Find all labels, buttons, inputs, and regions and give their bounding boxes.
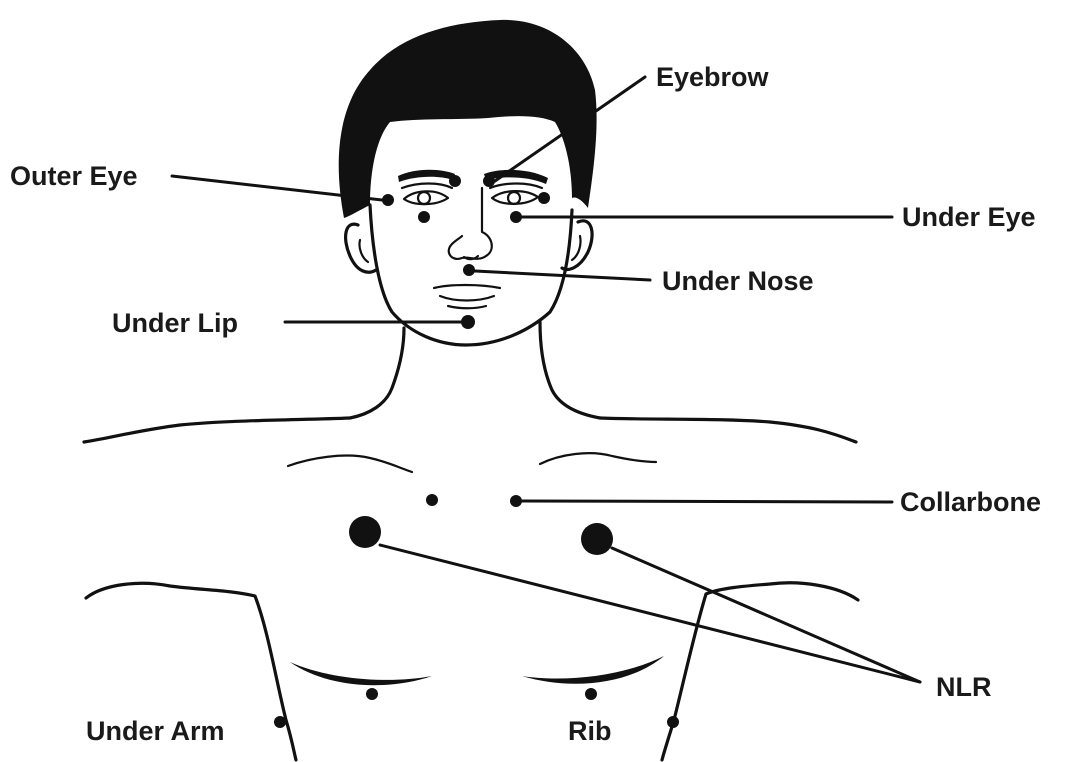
nose: [449, 188, 492, 259]
nlr-point-left: [349, 516, 381, 548]
under-arm-point: [274, 716, 286, 728]
under-eye-point-left: [418, 211, 430, 223]
left-clavicle: [288, 456, 412, 472]
hair: [339, 20, 597, 218]
under-nose-point: [463, 264, 475, 276]
label-outer-eye: Outer Eye: [10, 161, 138, 191]
right-clavicle: [540, 453, 656, 464]
collarbone-point-left: [426, 494, 438, 506]
collarbone-leader: [522, 501, 892, 502]
right-shoulder: [600, 418, 856, 442]
mouth: [434, 285, 500, 288]
under-eye-point: [510, 211, 522, 223]
neck-left: [350, 328, 404, 418]
eyebrow-point-left: [449, 175, 461, 187]
left-eyebrow: [398, 170, 455, 182]
label-collarbone: Collarbone: [900, 487, 1041, 517]
right-pectoral: [522, 656, 664, 684]
rib-point: [585, 688, 597, 700]
neck-right: [540, 322, 600, 418]
label-under-nose: Under Nose: [662, 266, 814, 296]
left-shoulder: [84, 418, 350, 442]
collarbone-point: [510, 495, 522, 507]
outer-eye-point-right: [538, 192, 550, 204]
label-rib: Rib: [568, 716, 612, 746]
outer-eye-point: [382, 194, 394, 206]
label-eyebrow: Eyebrow: [656, 62, 770, 92]
left-pectoral: [290, 662, 432, 685]
label-nlr: NLR: [936, 672, 992, 702]
label-under-lip: Under Lip: [112, 308, 238, 338]
under-lip-point: [461, 315, 475, 329]
eyebrow-point: [483, 175, 495, 187]
label-under-eye: Under Eye: [902, 202, 1036, 232]
nlr-point-right: [581, 523, 613, 555]
rib-point-left: [366, 688, 378, 700]
label-under-arm: Under Arm: [86, 716, 225, 746]
under-arm-point-right: [667, 716, 679, 728]
right-arm: [662, 583, 858, 760]
